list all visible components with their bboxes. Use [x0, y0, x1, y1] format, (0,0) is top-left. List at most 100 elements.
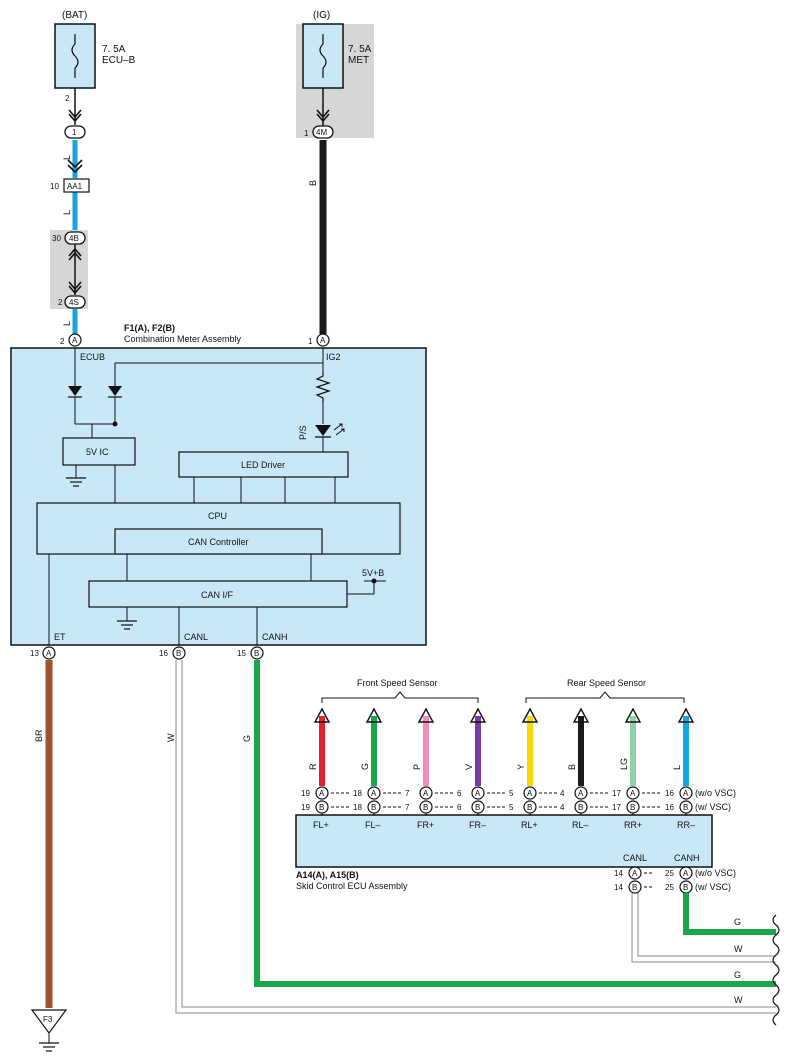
- sensor-wire-color-2: P: [412, 764, 422, 770]
- sensor-pin-num: 17: [612, 789, 621, 798]
- sensor-wire-color-4: Y: [516, 764, 526, 770]
- sensor-pin-conn-text: B: [319, 803, 324, 812]
- bat-source-label: (BAT): [62, 10, 87, 21]
- chevron-up-icon: [68, 247, 82, 261]
- sensor-pin-conn: [523, 786, 537, 800]
- sensor-pin-conn-text: A: [683, 789, 689, 798]
- connector-4s: [64, 295, 86, 309]
- skid-ecu-id: A14(A), A15(B): [296, 870, 359, 880]
- sensor-pin-conn: [626, 786, 640, 800]
- ig-fuse-rating: 7. 5A: [348, 44, 372, 55]
- sensor-pin-num: 17: [612, 803, 621, 812]
- sensor-terminal-2: FR+: [417, 820, 434, 830]
- sensor-pin-conn: [574, 786, 588, 800]
- sensor-pin-conn: [315, 786, 329, 800]
- sensor-pin-conn-text: A: [319, 789, 325, 798]
- can-controller-label: CAN Controller: [188, 537, 249, 547]
- skid-canl-pin-b: 14: [614, 883, 623, 892]
- rear-sensor-label: Rear Speed Sensor: [567, 678, 646, 688]
- sensor-terminal-5: RL–: [572, 820, 589, 830]
- skid-canl-conn-a: [628, 866, 642, 880]
- meter-pin-ecub-num: 2: [60, 337, 65, 346]
- meter-pin-ig2-conn: A: [320, 336, 326, 345]
- pin-canh-conn: B: [254, 649, 259, 658]
- sensor-pin-num: 4: [560, 789, 565, 798]
- meter-ps: P/S: [298, 425, 308, 440]
- sensor-pin-conn-text: A: [475, 789, 481, 798]
- bus-w-label: W: [734, 995, 743, 1005]
- diode-icon: [108, 386, 122, 396]
- skid-canh-conn-a: [679, 866, 693, 880]
- sensor-pin-conn-text: B: [630, 803, 635, 812]
- sensor-pin-conn-text: A: [423, 789, 429, 798]
- canh-wire-color: G: [242, 735, 252, 742]
- sensor-pin-conn-text: B: [475, 803, 480, 812]
- sensor-pin-num: 6: [457, 789, 462, 798]
- sensor-pin-conn-text: A: [527, 789, 533, 798]
- meter-name: Combination Meter Assembly: [124, 334, 242, 344]
- ig-fuse-icon: [319, 34, 327, 78]
- pin-et-num: 13: [30, 649, 39, 658]
- meter-ig2: IG2: [326, 352, 341, 362]
- ic-5v-label: 5V IC: [86, 447, 109, 457]
- ic-5v-box: [62, 437, 136, 466]
- c4s-pin: 2: [58, 298, 63, 307]
- skid-canh-wire-green: [683, 893, 776, 935]
- sensor-pin-conn: [367, 786, 381, 800]
- sensor-arrow-icon: [521, 707, 539, 723]
- led-icon: [315, 425, 331, 436]
- meter-pin-ig2: [316, 333, 330, 347]
- ground-icon: [117, 620, 137, 630]
- ground-icon: [39, 1042, 59, 1052]
- sensor-pin-num: 6: [457, 803, 462, 812]
- ig-wire-color: B: [308, 180, 318, 186]
- sensor-pin-conn: [419, 786, 433, 800]
- chevron-down-icon: [68, 109, 82, 123]
- sensor-wire-color-7: L: [672, 765, 682, 770]
- sensor-pin-conn: [679, 786, 693, 800]
- canh-wire-green: [254, 660, 776, 987]
- sensor-pin-conn-text: B: [527, 803, 532, 812]
- meter-id: F1(A), F2(B): [124, 323, 175, 333]
- connector-aa1: [63, 178, 90, 193]
- junction-dot: [112, 421, 118, 427]
- sensor-arrow-icon: [417, 707, 435, 723]
- meter-canh: CANH: [262, 632, 288, 642]
- sensor-pin-conn: [471, 786, 485, 800]
- 5vb-dot: [371, 578, 377, 584]
- sensor-pin-num: 7: [405, 789, 410, 798]
- sensor-pin-num: 19: [301, 803, 310, 812]
- skid-canl-conn-b: [628, 880, 642, 894]
- skid-canh-pin-b: 25: [665, 883, 674, 892]
- skid-canl-conn-a-text: A: [632, 869, 638, 878]
- sensor-pin-num: 4: [560, 803, 565, 812]
- sensor-wire-color-6: LG: [619, 758, 629, 770]
- pin-et: [42, 646, 56, 660]
- meter-pin-ecub-conn: A: [72, 336, 78, 345]
- connector-4b-label: 4B: [69, 234, 79, 243]
- et-wire-color: BR: [34, 729, 44, 742]
- sensor-terminals: FL+FL–FR+FR–RL+RL–RR+RR–: [313, 820, 695, 830]
- sensor-arrow-icon: [313, 707, 331, 723]
- c4m-pin: 1: [304, 129, 309, 138]
- front-sensor-brace: [321, 691, 479, 703]
- sensor-arrow-icon: [624, 707, 642, 723]
- sensor-arrow-icon: [365, 707, 383, 723]
- skid-ecu-box: [295, 814, 713, 868]
- skid-g-label: G: [734, 917, 741, 927]
- canl-wire-white: [175, 660, 776, 1014]
- pin-canh: [250, 646, 264, 660]
- sensor-terminal-1: FL–: [365, 820, 381, 830]
- chevron-down-icon: [316, 109, 330, 123]
- sensor-terminal-3: FR–: [469, 820, 486, 830]
- ground-f3-label: F3: [43, 1015, 53, 1024]
- bat-fuse-rating: 7. 5A: [102, 44, 126, 55]
- sensor-pin-num: 19: [301, 789, 310, 798]
- sensor-pin-num: 5: [509, 789, 514, 798]
- c4b-pin: 30: [52, 234, 61, 243]
- sensor-pin-num: 16: [665, 789, 674, 798]
- sensor-arrow-icon: [572, 707, 590, 723]
- sensor-pin-conn-text: B: [371, 803, 376, 812]
- sensor-wire-color-1: G: [360, 763, 370, 770]
